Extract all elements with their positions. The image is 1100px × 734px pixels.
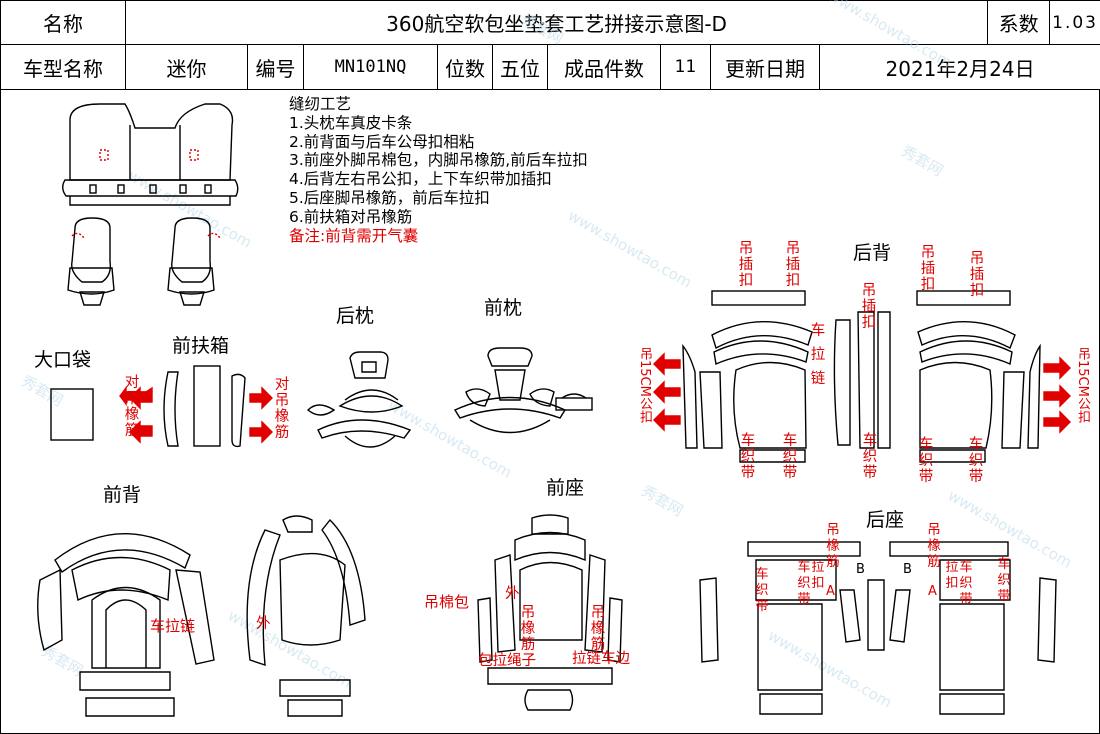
rear-seat-pieces xyxy=(699,541,1057,715)
seat-value: 五位 xyxy=(492,44,548,90)
big-pocket-piece xyxy=(50,388,94,441)
date-value: 2021年2月24日 xyxy=(818,44,1100,90)
note-hang-elastic: 吊橡筋 xyxy=(927,522,941,570)
header-table: 名称 360航空软包坐垫套工艺拼接示意图-D 系数 1.03 车型名称 迷你 编… xyxy=(0,0,1100,90)
note-item: 6.前扶箱对吊橡筋 xyxy=(289,207,413,226)
label-rear-seat: 后座 xyxy=(866,509,905,531)
note-webbing: 车织带 xyxy=(755,567,769,614)
note-hang-buckle: 吊插扣 xyxy=(969,251,985,299)
marker-b: B xyxy=(903,562,912,577)
note-webbing: 车织带 xyxy=(740,433,756,481)
note-webbing: 车织带 xyxy=(959,560,973,607)
note-zipper-front-back: 车拉链 xyxy=(150,617,196,635)
note-hang-buckle: 吊插扣 xyxy=(920,245,936,293)
note-item: 3.前座外脚吊棉包，内脚吊橡筋,前后车拉扣 xyxy=(289,151,588,170)
label-front-back: 前背 xyxy=(103,484,142,506)
note-webbing: 车织带 xyxy=(797,560,811,607)
note-hang-buckle: 吊插扣 xyxy=(861,283,877,331)
note-pull-edge: 拉链车边 xyxy=(572,651,630,667)
label-rear-headrest: 后枕 xyxy=(336,305,375,327)
seat-overview xyxy=(62,103,239,306)
note-pull-buckle: 拉扣 xyxy=(811,560,825,591)
label-front-armrest: 前扶箱 xyxy=(172,335,230,357)
rear-headrest-pieces xyxy=(306,351,412,448)
note-hang-elastic: 吊橡筋 xyxy=(590,605,606,653)
note-webbing: 车织带 xyxy=(782,433,798,481)
pieces-label: 成品件数 xyxy=(547,44,661,90)
front-back-pieces xyxy=(37,515,366,717)
note-hang-buckle: 吊插扣 xyxy=(738,241,754,289)
name-label: 名称 xyxy=(0,0,126,45)
marker-a: A xyxy=(826,584,835,599)
note-outer: 外 xyxy=(505,586,520,602)
note-zipper: 车拉链 xyxy=(810,323,826,387)
note-webbing: 车织带 xyxy=(918,437,934,485)
pattern-drawing xyxy=(37,103,1071,717)
note-hang-elastic: 吊橡筋 xyxy=(520,605,536,653)
note-webbing: 车织带 xyxy=(862,433,878,481)
code-value: MN101NQ xyxy=(303,44,438,90)
note-outer: 外 xyxy=(256,616,271,632)
note-remark: 备注:前背需开气囊 xyxy=(289,226,419,245)
note-cotton-bag: 吊棉包 xyxy=(424,593,470,611)
label-front-seat: 前座 xyxy=(546,477,585,499)
note-item: 5.后座脚吊橡筋，前后车拉扣 xyxy=(289,188,490,207)
sheet-title: 360航空软包坐垫套工艺拼接示意图-D xyxy=(124,0,989,45)
label-rear-back: 后背 xyxy=(853,242,892,264)
coef-label: 系数 xyxy=(987,0,1051,45)
note-webbing: 车织带 xyxy=(968,437,984,485)
marker-b: B xyxy=(856,562,865,577)
front-armrest-pieces xyxy=(163,365,246,448)
model-value: 迷你 xyxy=(125,44,248,90)
note-pair-elastic: 对吊橡筋 xyxy=(274,377,290,441)
coef-value: 1.03 xyxy=(1049,0,1100,45)
note-pair-elastic: 对吊橡筋 xyxy=(124,375,140,439)
note-item: 1.头枕车真皮卡条 xyxy=(289,113,413,132)
rear-back-pieces xyxy=(682,290,1041,463)
pieces-value: 11 xyxy=(660,44,711,90)
marker-a: A xyxy=(928,584,937,599)
note-pull-buckle: 拉扣 xyxy=(945,560,959,591)
note-hang-15cm: 吊15CM公扣 xyxy=(1075,347,1090,423)
label-front-headrest: 前枕 xyxy=(484,297,523,319)
sewing-notes: 缝纫工艺 1.头枕车真皮卡条 2.前背面与后车公母扣相粘 3.前座外脚吊棉包，内… xyxy=(289,95,588,245)
seat-label: 位数 xyxy=(437,44,493,90)
note-rope: 包拉绳子 xyxy=(478,653,536,669)
date-label: 更新日期 xyxy=(710,44,820,90)
note-hang-buckle: 吊插扣 xyxy=(785,241,801,289)
label-big-pocket: 大口袋 xyxy=(34,349,92,371)
note-hang-15cm: 吊15CM公扣 xyxy=(637,347,652,423)
notes-title: 缝纫工艺 xyxy=(289,95,352,113)
note-item: 2.前背面与后车公母扣相粘 xyxy=(289,132,475,151)
code-label: 编号 xyxy=(247,44,304,90)
note-hang-elastic: 吊橡筋 xyxy=(826,522,840,570)
annotation-arrows xyxy=(119,352,1071,444)
note-item: 4.后背左右吊公扣，上下车织带加插扣 xyxy=(289,170,552,189)
note-webbing: 车织带 xyxy=(997,557,1011,604)
front-headrest-pieces xyxy=(453,347,593,434)
model-label: 车型名称 xyxy=(0,44,126,90)
front-seat-pieces xyxy=(477,514,623,711)
